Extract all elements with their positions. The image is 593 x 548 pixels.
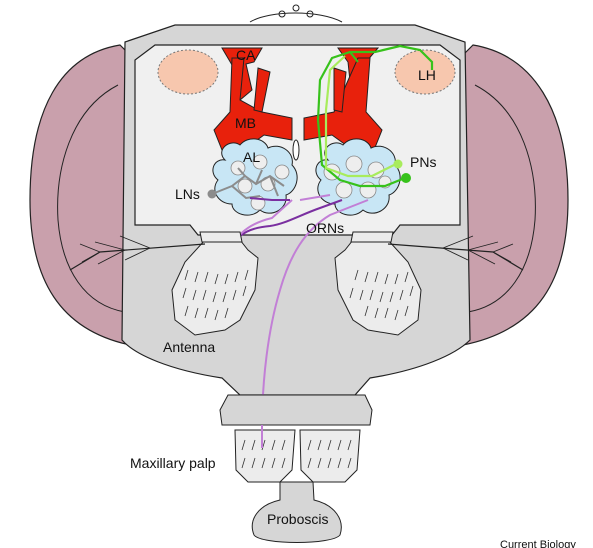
label-mb: MB (235, 115, 256, 131)
label-al: AL (243, 149, 260, 165)
label-ca: CA (236, 47, 256, 63)
rostrum (220, 395, 372, 425)
label-antenna: Antenna (163, 339, 215, 355)
left-maxillary-palp (235, 430, 295, 482)
right-maxillary-palp (300, 430, 360, 482)
label-maxillary-palp: Maxillary palp (130, 455, 216, 471)
label-orns: ORNs (306, 220, 344, 236)
figure-credit: Current Biology (500, 539, 576, 548)
label-pns: PNs (410, 154, 436, 170)
left-lateral-horn (158, 50, 218, 94)
label-proboscis: Proboscis (267, 511, 328, 527)
label-lns: LNs (175, 186, 200, 202)
right-compound-eye (453, 45, 568, 345)
label-lh: LH (418, 67, 436, 83)
